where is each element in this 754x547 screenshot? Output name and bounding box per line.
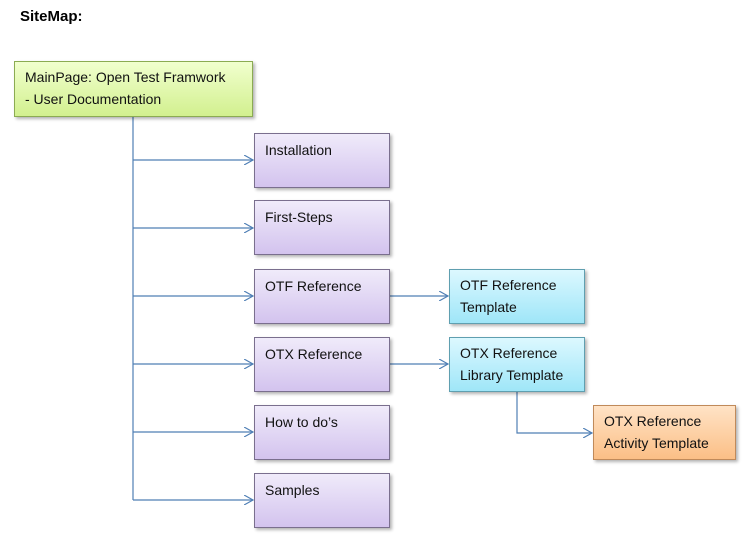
- root-node-mainpage[interactable]: MainPage: Open Test Framwork - User Docu…: [14, 61, 253, 117]
- sitemap-title: SiteMap:: [20, 8, 83, 25]
- page-node-label: How to do’s: [265, 414, 338, 430]
- template-node-line1: OTF Reference: [460, 277, 557, 293]
- page-node-first-steps[interactable]: First-Steps: [254, 200, 390, 255]
- root-node-line1: MainPage: Open Test Framwork: [25, 69, 226, 85]
- page-node-label: OTF Reference: [265, 278, 362, 294]
- page-node-label: Installation: [265, 142, 332, 158]
- template-node-line2: Library Template: [460, 367, 564, 383]
- template-node-line1: OTX Reference: [604, 413, 702, 429]
- page-node-label: Samples: [265, 482, 320, 498]
- page-node-samples[interactable]: Samples: [254, 473, 390, 528]
- page-node-otx-reference[interactable]: OTX Reference: [254, 337, 390, 392]
- root-node-line2: - User Documentation: [25, 91, 162, 107]
- page-node-label: OTX Reference: [265, 346, 363, 362]
- page-node-label: First-Steps: [265, 209, 333, 225]
- template-node-otx-library[interactable]: OTX Reference Library Template: [449, 337, 585, 392]
- template-node-otf-reference[interactable]: OTF Reference Template: [449, 269, 585, 324]
- arrow-otx-activity: [516, 392, 592, 433]
- template-node-otx-activity[interactable]: OTX Reference Activity Template: [593, 405, 736, 460]
- page-node-otf-reference[interactable]: OTF Reference: [254, 269, 390, 324]
- page-node-installation[interactable]: Installation: [254, 133, 390, 188]
- page-node-how-to-dos[interactable]: How to do’s: [254, 405, 390, 460]
- template-node-line2: Template: [460, 299, 517, 315]
- template-node-line2: Activity Template: [604, 435, 709, 451]
- template-node-line1: OTX Reference: [460, 345, 558, 361]
